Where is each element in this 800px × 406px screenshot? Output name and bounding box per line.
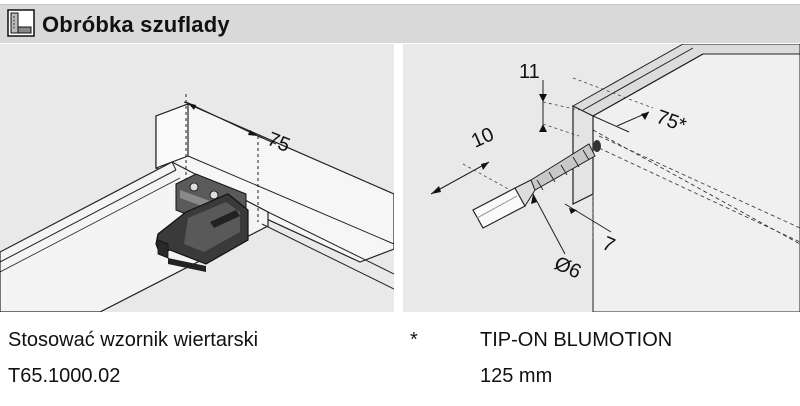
template-part-number: T65.1000.02 [8, 365, 121, 387]
drilling-jig-illustration: 75 [0, 44, 394, 312]
drawer-section-icon [7, 9, 35, 37]
dimension-10-label: 10 [468, 123, 497, 152]
dimension-11-label: 11 [519, 61, 540, 83]
section-header: Obróbka szuflady [0, 4, 800, 43]
footnote-measurement: 125 mm [480, 365, 553, 387]
footnote-product-name: TIP-ON BLUMOTION [480, 329, 673, 351]
section-title: Obróbka szuflady [42, 12, 230, 37]
drill-bit-illustration: 11 75* 10 7 Ø6 [403, 44, 800, 312]
template-instruction-text: Stosować wzornik wiertarski [8, 329, 259, 351]
dimension-diameter-label: Ø6 [551, 252, 584, 283]
footnote-marker: * [410, 329, 418, 351]
